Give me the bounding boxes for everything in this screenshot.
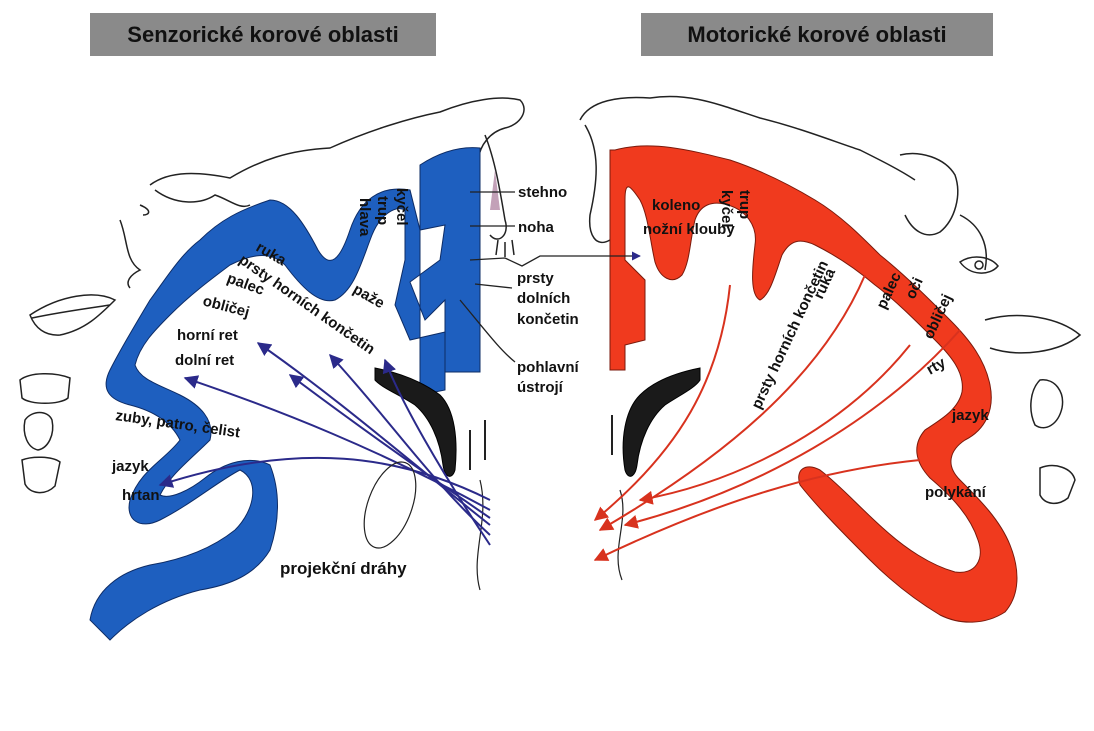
sensory-label-horni-ret: horní ret — [177, 327, 238, 344]
right-ventricle — [623, 368, 700, 476]
center-label-ustroji: ústrojí — [517, 379, 564, 396]
center-labels: stehno noha prsty dolních končetin pohla… — [517, 184, 580, 396]
motor-label-trup: trup — [736, 190, 753, 219]
motor-label-nozni-klouby: nožní klouby — [643, 221, 735, 238]
sensory-label-kycel: kyčel — [393, 188, 410, 226]
motor-label-jazyk: jazyk — [951, 407, 989, 424]
center-label-pohlavni: pohlavní — [517, 359, 580, 376]
sensory-label-oblicej: obličej — [201, 292, 251, 321]
sensory-label-projekcni: projekční dráhy — [280, 559, 407, 578]
center-label-koncetin: končetin — [517, 311, 579, 328]
center-label-stehno: stehno — [518, 184, 567, 201]
motor-label-rty: rty — [924, 354, 950, 379]
center-label-dolnich: dolních — [517, 290, 570, 307]
sensory-label-dolni-ret: dolní ret — [175, 352, 234, 369]
sensory-label-jazyk: jazyk — [111, 458, 149, 475]
sensory-label-hlava: hlava — [356, 198, 373, 237]
center-label-noha: noha — [518, 219, 554, 236]
stehno-marker — [490, 170, 500, 210]
motor-label-polykani: polykání — [925, 484, 987, 501]
sensory-label-trup: trup — [374, 196, 391, 225]
motor-label-koleno: koleno — [652, 197, 700, 214]
center-label-prsty: prsty — [517, 270, 554, 287]
sensory-label-hrtan: hrtan — [122, 487, 160, 504]
sensory-label-paze: paže — [350, 281, 387, 312]
